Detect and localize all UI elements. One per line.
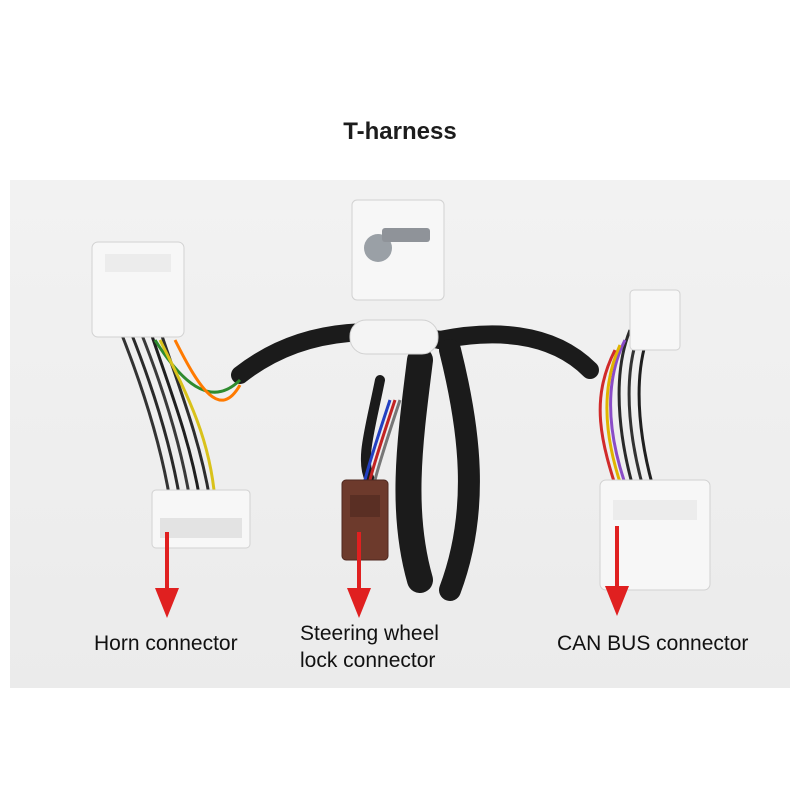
horn-upper-connector — [91, 241, 185, 338]
arrow-can-bus — [605, 526, 629, 616]
steering-lock-label-line2: lock connector — [300, 649, 436, 672]
harness-illustration — [91, 199, 711, 618]
sleeve-clip — [349, 319, 439, 355]
lock-wire-bundle — [363, 399, 402, 481]
steering-lock-label-line1: Steering wheel — [300, 622, 439, 645]
top-white-connector — [351, 199, 445, 301]
can-bus-label: CAN BUS connector — [557, 632, 749, 655]
braided-sleeves — [231, 323, 599, 601]
arrow-steering-lock — [347, 532, 371, 618]
page-title: T-harness — [343, 118, 457, 145]
steering-lock-label: Steering wheel lock connector — [300, 620, 439, 674]
horn-connector — [151, 489, 251, 549]
steering-lock-connector — [341, 479, 389, 561]
arrow-horn — [155, 532, 179, 618]
product-photo — [10, 180, 790, 688]
horn-connector-label: Horn connector — [94, 632, 238, 655]
can-upper-connector — [629, 289, 681, 351]
horn-wire-bundle — [118, 329, 242, 501]
can-bus-connector — [599, 479, 711, 591]
